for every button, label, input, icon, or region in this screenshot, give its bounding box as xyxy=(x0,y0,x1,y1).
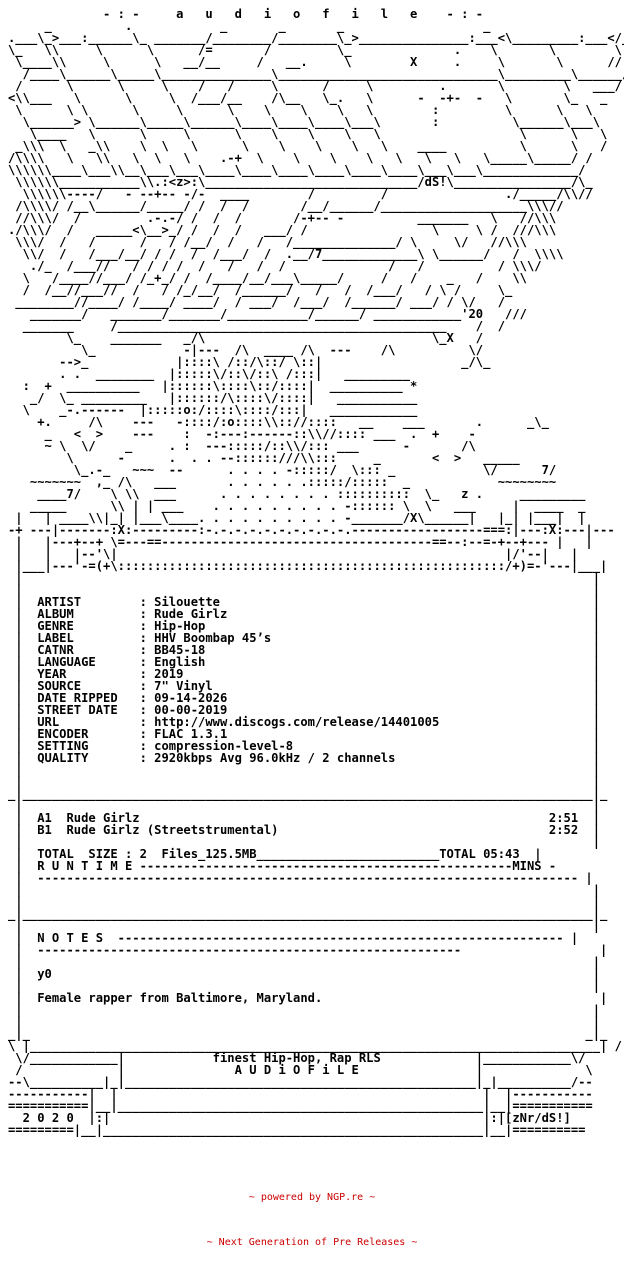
nfo-line: /\\\\/ /__\______/_____/ / / / /__/_____… xyxy=(8,199,564,213)
nfo-line: _|_ _|_ xyxy=(8,1027,608,1041)
nfo-line: _|______________________________________… xyxy=(8,787,608,801)
nfo-line: --\__________|_|________________________… xyxy=(8,1075,593,1089)
nfo-line: _______ /_______________________________… xyxy=(8,319,513,333)
nfo-line: | | xyxy=(8,571,601,585)
nfo-line: | LANGUAGE : English | xyxy=(8,655,601,669)
nfo-line: _\\\ \ _\\ \ \ \ \ \ \ \ \ ____ \ \ / xyxy=(8,139,608,153)
nfo-line: | | xyxy=(8,799,601,813)
nfo-line: : + __________ |::::::\::::\::/::::| ___… xyxy=(8,379,418,393)
nfo-line: \ |_____________________________________… xyxy=(8,1039,622,1053)
nfo-line: -+ ---|-------:X:---------:-.-.-.-.-.-.-… xyxy=(8,523,615,537)
nfo-line: | | |--'\| |/'--| | xyxy=(8,547,579,561)
nfo-line: | YEAR : 2019 | xyxy=(8,667,601,681)
nfo-line: | --------------------------------------… xyxy=(8,871,593,885)
nfo-line: \ /____//___/ /_+_/ / /____/__/___\_____… xyxy=(8,271,527,285)
nfo-line: \_ -|--- /\ ____ /\ --- /\ \/ xyxy=(8,343,484,357)
nfo-line: | TOTAL SIZE : 2 Files_125.5MB__________… xyxy=(8,847,542,861)
nfo-line: ./_ /___// / / / / / / / / / / / \\\/ xyxy=(8,259,542,273)
nfo-line: \_ _______ _/\ \_X / xyxy=(8,331,484,345)
nfo-line: | | xyxy=(8,979,601,993)
nfo-line: | STREET DATE : 00-00-2019 | xyxy=(8,703,601,717)
nfo-line: | | xyxy=(8,1003,601,1017)
nfo-line: _ . _ _ _ _ xyxy=(8,19,491,33)
nfo-line: \\\\\\___________\\.:<z>:\______________… xyxy=(8,175,593,189)
nfo-line: \ _-.------ |:::::o:/::::\::::/:::| ____… xyxy=(8,403,418,417)
nfo-line: | | ____\\|_| |___\____. . . . . . . . .… xyxy=(8,511,586,525)
nfo-line: | | xyxy=(8,763,601,777)
nfo-line: 2 0 2 0 |:| |:|[zNr/dS!] xyxy=(8,1111,571,1125)
nfo-line: -->_ |::::\ /::/\::/ \::| _/\_ xyxy=(8,355,491,369)
nfo-line: \______> \______\_____\______\____\____\… xyxy=(8,115,601,129)
nfo-line: \____ \ \ \ \ \ \ \ \ \ \ \ xyxy=(8,127,608,141)
nfo-line: | |---+--+ \=---==----------------------… xyxy=(8,535,593,549)
nfo-line: | B1 Rude Girlz (Streetstrumental) 2:52 … xyxy=(8,823,601,837)
nfo-line: | | xyxy=(8,1015,601,1029)
nfo-line: _ < > --- : -:---:------::\\//:::: ___ .… xyxy=(8,427,476,441)
nfo-line: /\\\\ \ \\ \ \ \ .-+ \ \ \ \ \ \ \ \____… xyxy=(8,151,593,165)
nfo-line: / \ \ \ / / \ / \ . \ \ ___/ xyxy=(8,79,622,93)
nfo-line: | SETTING : compression-level-8 | xyxy=(8,739,601,753)
nfo-line: \\/ / /___/__/ / / / /___/ / .__/7______… xyxy=(8,247,564,261)
nfo-line: | A1 Rude Girlz 2:51 | xyxy=(8,811,601,825)
nfo-line: _|______________________________________… xyxy=(8,907,608,921)
nfo-text: - : - a u d i o f i l e - : - _ . _ _ _ … xyxy=(8,8,624,1136)
nfo-line: | | xyxy=(8,883,601,897)
nfo-line: ________//____/ /____/ ____/ / ___/ /___… xyxy=(8,295,506,309)
nfo-line: /____\______\_____\_______________\_____… xyxy=(8,67,624,81)
nfo-line: -----------| | | |----------- xyxy=(8,1087,593,1101)
nfo-line: | R U N T I M E ------------------------… xyxy=(8,859,557,873)
nfo-line: ~~~~~~~ ,_ /\ ___ . . . . . .:::::/:::::… xyxy=(8,475,557,489)
nfo-line: ____7/ \ \\ ___ . . . . . . . . ::::::::… xyxy=(8,487,586,501)
nfo-line: +. /\ --- -::::/:o::::\\:://:::: __ ___ … xyxy=(8,415,549,429)
nfo-line: | SOURCE : 7" Vinyl | xyxy=(8,679,601,693)
nfo-line: / /__//___// / / /_/__/ /______/ / / /__… xyxy=(8,283,513,297)
nfo-line: | LABEL : HHV Boombap 45’s | xyxy=(8,631,601,645)
nfo-line: _____ \\ | | ___ . . . . . . . . . -::::… xyxy=(8,499,586,513)
nfo-line: | ARTIST : Silouette | xyxy=(8,595,601,609)
powered-by-text: ~ powered by NGP.re ~ xyxy=(248,1192,376,1203)
nfo-line: _______/ _______/_______/___________/___… xyxy=(8,307,527,321)
nfo-line: \\\\\\____\___\\__\___\___\____\____\___… xyxy=(8,163,586,177)
nfo-line: | | xyxy=(8,583,601,597)
ngp-tagline: ~ Next Generation of Pre Releases ~ xyxy=(206,1237,418,1248)
nfo-line: | URL : http://www.discogs.com/release/1… xyxy=(8,715,601,729)
nfo-line: | --------------------------------------… xyxy=(8,943,608,957)
nfo-line: | | xyxy=(8,955,601,969)
nfo-line: | | xyxy=(8,775,601,789)
nfo-line: | Female rapper from Baltimore, Maryland… xyxy=(8,991,608,1005)
nfo-line: //\\\/ / .-.-/ / / / /-+-- - _______ \ /… xyxy=(8,211,557,225)
nfo-line: \____\\ \ \ __/__ / __. \ X . \ \ // xyxy=(8,55,622,69)
nfo-line: | | xyxy=(8,895,601,909)
nfo-line: \/____________| finest Hip-Hop, Rap RLS … xyxy=(8,1051,586,1065)
nfo-line: ===========|__|_________________________… xyxy=(8,1099,593,1113)
nfo-line: \ - . . . --::::::///\\::: _ < > _____ xyxy=(8,451,520,465)
nfo-line: _/ \_ _________ |::::::/\::::\/::::| ___… xyxy=(8,391,418,405)
nfo-line: | | xyxy=(8,835,601,849)
nfo-line: .___\_>___:______\_ _______/________/___… xyxy=(8,31,624,45)
nfo-line: <\\___ \ \ \ /___/__ /\__ \_. \ - -+- - … xyxy=(8,91,608,105)
nfo-line: \\\\\\----/ - --+-- -/- ____ / / ./_____… xyxy=(8,187,593,201)
footer: ~ powered by NGP.re ~ ~ Next Generation … xyxy=(0,1160,624,1265)
nfo-line: | y0 | xyxy=(8,967,601,981)
nfo-line: =========|__|___________________________… xyxy=(8,1123,586,1137)
nfo-line: | | xyxy=(8,919,601,933)
nfo-line: ./\\\/ / _____<\__>_/ / / / ___/ / \ \ /… xyxy=(8,223,557,237)
nfo-line: | CATNR : BB45-18 | xyxy=(8,643,601,657)
nfo-line: ~ \ \/ _ . : ---:::::/::\\/::: ___ - /\ xyxy=(8,439,476,453)
nfo-line: / | A U D i O F i L E | \ xyxy=(8,1063,593,1077)
nfo-line: |___|---'-=(+\::::::::::::::::::::::::::… xyxy=(8,559,608,573)
nfo-line: | DATE RIPPED : 09-14-2026 | xyxy=(8,691,601,705)
nfo-line: \_.-_ ~~~ -- . . . . -:::::/ \::: _ \/ 7… xyxy=(8,463,557,477)
nfo-line: \ \ \ \ \ \ \ \ \ \ : \ \ \ xyxy=(8,103,593,117)
nfo-line: \_ \\ \ \ /= / \_ . \ \ \ / xyxy=(8,43,624,57)
nfo-line: - : - a u d i o f i l e - : - xyxy=(8,7,484,21)
nfo-line: \\\/ / / / / /__/ / / /______________/ \… xyxy=(8,235,527,249)
nfo-line: | QUALITY : 2920kbps Avg 96.0kHz / 2 cha… xyxy=(8,751,601,765)
nfo-line: | ENCODER : FLAC 1.3.1 | xyxy=(8,727,601,741)
nfo-line: . . ________ |:::::\/::\/::\ /:::| _____… xyxy=(8,367,411,381)
nfo-line: | ALBUM : Rude Girlz | xyxy=(8,607,601,621)
nfo-line: | GENRE : Hip-Hop | xyxy=(8,619,601,633)
nfo-line: | N O T E S ----------------------------… xyxy=(8,931,579,945)
